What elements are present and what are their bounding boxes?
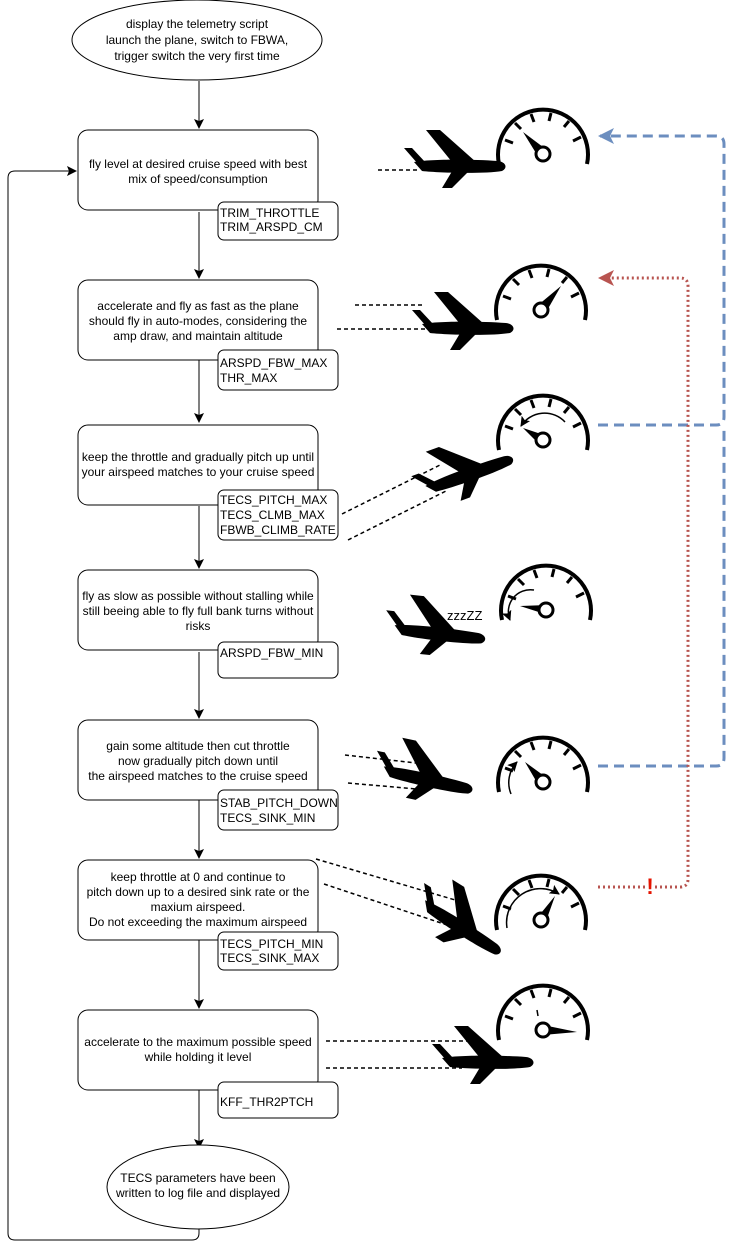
step-7-param-1: KFF_THR2PTCH (220, 1095, 313, 1109)
step-2-param-1: ARSPD_FBW_MAX (220, 356, 327, 370)
step-3-param-2: TECS_CLMB_MAX (220, 508, 325, 522)
blue-feedback-arrow-upper (598, 128, 726, 427)
step-6-params-box (217, 931, 339, 971)
red-feedback-arrow (598, 270, 690, 889)
warning-mark: ! (646, 874, 653, 899)
step-7: accelerate to the maximum possible speed… (77, 1009, 339, 1119)
start-node: display the telemetry script launch the … (71, 0, 323, 81)
speedometer-full-icon (496, 983, 590, 1041)
feedback-arrows: ! (598, 128, 726, 899)
start-line-3: trigger switch the very first time (114, 49, 280, 63)
speed-lines-3b (347, 489, 449, 541)
step-1-param-2: TRIM_ARSPD_CM (220, 220, 323, 234)
step-5: gain some altitude then cut throttle now… (77, 719, 339, 831)
plane-level-fast-icon (432, 1026, 534, 1084)
speed-lines-3a (341, 464, 441, 515)
step-6-param-2: TECS_SINK_MAX (220, 951, 319, 965)
flow-connectors (7, 81, 204, 1241)
step-7-line-1: accelerate to the maximum possible speed (84, 1035, 311, 1049)
step-4-param-1: ARSPD_FBW_MIN (220, 646, 323, 660)
step-5-box (77, 719, 319, 801)
plane-climb-icon (405, 424, 521, 514)
illustrations: zzzZZ (315, 130, 534, 1084)
step-5-line-3: the airspeed matches to the cruise speed (88, 769, 307, 783)
step-2-param-2: THR_MAX (220, 371, 277, 385)
step-4: fly as slow as possible without stalling… (77, 569, 339, 679)
step-1-params-box (217, 201, 339, 241)
step-1-box (77, 129, 319, 211)
step-4-line-3: risks (186, 619, 211, 633)
step-2-line-3: amp draw, and maintain altitude (113, 329, 283, 343)
step-2-box (77, 279, 319, 361)
step-2-line-2: should fly in auto-modes, considering th… (89, 314, 307, 328)
gauges (494, 107, 593, 1041)
speed-lines-6b (323, 883, 457, 929)
step-5-line-2: now gradually pitch down until (118, 754, 278, 768)
speedometer-max-icon (494, 263, 588, 321)
step-1: fly level at desired cruise speed with b… (77, 129, 339, 241)
step-4-box (77, 569, 319, 651)
step-5-param-1: STAB_PITCH_DOWN (220, 796, 338, 810)
step-3-param-1: TECS_PITCH_MAX (220, 493, 327, 507)
end-node: TECS parameters have been written to log… (106, 1144, 290, 1230)
step-6: keep throttle at 0 and continue to pitch… (77, 859, 339, 971)
loop-back-arrow (7, 166, 200, 1241)
step-6-line-4: Do not exceeding the maximum airspeed (89, 915, 307, 929)
step-3-line-2: your airspeed matches to your cruise spe… (82, 465, 315, 479)
step-1-line-1: fly level at desired cruise speed with b… (89, 157, 308, 171)
step-4-params-box (217, 641, 339, 679)
start-line-1: display the telemetry script (126, 17, 269, 31)
step-5-param-2: TECS_SINK_MIN (220, 811, 315, 825)
end-line-2: written to log file and displayed (115, 1186, 280, 1200)
step-5-params-box (217, 789, 339, 831)
end-line-1: TECS parameters have been (120, 1171, 275, 1185)
blue-feedback-arrow-lower (598, 425, 726, 768)
step-7-line-2: while holding it level (144, 1050, 252, 1064)
plane-slow-icon (382, 592, 490, 661)
step-2-params-box (217, 349, 339, 391)
start-line-2: launch the plane, switch to FBWA, (106, 33, 288, 47)
step-4-line-1: fly as slow as possible without stalling… (82, 589, 314, 603)
speed-lines-6a (315, 858, 463, 903)
step-6-line-2: pitch down up to a desired sink rate or … (87, 885, 310, 899)
step-6-line-3: maxium airspeed. (151, 900, 246, 914)
step-5-line-1: gain some altitude then cut throttle (106, 739, 290, 753)
step-2-line-1: accelerate and fly as fast as the plane (97, 299, 299, 313)
speedometer-rising-icon (494, 873, 588, 931)
zzz-label: zzzZZ (447, 608, 482, 623)
plane-dive-icon (402, 867, 520, 971)
step-7-params-box (217, 1081, 339, 1119)
plane-level-icon (404, 130, 506, 188)
step-1-line-2: mix of speed/consumption (128, 172, 267, 186)
speedometer-cruise-icon (496, 107, 590, 165)
step-3-box (77, 424, 319, 506)
plane-descend-icon (368, 733, 480, 811)
step-6-box (77, 859, 319, 941)
step-7-box (77, 1009, 319, 1091)
step-6-param-1: TECS_PITCH_MIN (220, 937, 323, 951)
step-2: accelerate and fly as fast as the plane … (77, 279, 339, 391)
step-3-params-box (217, 489, 339, 541)
step-4-line-2: still beeing able to fly full bank turns… (83, 604, 314, 618)
step-6-line-1: keep throttle at 0 and continue to (111, 870, 286, 884)
speedometer-decreasing-icon (496, 393, 590, 451)
step-1-param-1: TRIM_THROTTLE (220, 206, 319, 220)
step-3: keep the throttle and gradually pitch up… (77, 424, 339, 541)
step-3-param-3: FBWB_CLIMB_RATE (220, 523, 336, 537)
step-3-line-1: keep the throttle and gradually pitch up… (82, 450, 314, 464)
speedometer-increasing-icon (496, 735, 590, 795)
speedometer-min-icon (499, 563, 593, 621)
